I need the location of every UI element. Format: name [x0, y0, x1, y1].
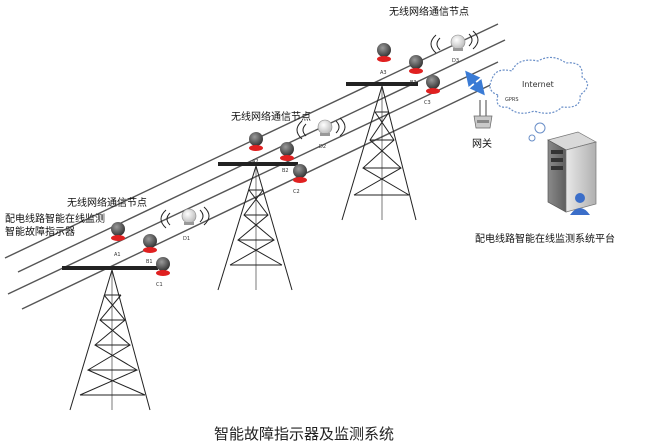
- tower-2: [217, 162, 298, 291]
- fault-indicator-label: 配电线路智能在线监测 智能故障指示器: [5, 213, 105, 239]
- wireless-node-label-1: 无线网络通信节点: [67, 198, 147, 209]
- fault-indicator-a1: A1: [111, 222, 125, 258]
- wireless-node-d1: D1: [181, 208, 197, 242]
- cloud-internet-label: Internet: [522, 80, 554, 89]
- cloud-gprs-label: GPRS: [505, 97, 519, 103]
- sensor-tag: C1: [156, 282, 163, 288]
- user-icon: [570, 193, 590, 215]
- wireless-signal-icon: [430, 30, 479, 54]
- internet-cloud-icon: Internet GPRS: [489, 56, 589, 142]
- sensor-tag: B3: [410, 80, 417, 86]
- sensor-group-2: A2 B2 C2 D2: [249, 117, 346, 195]
- wireless-node-d3: D3: [450, 34, 466, 64]
- fault-indicator-a3: A3: [377, 43, 391, 76]
- platform-label: 配电线路智能在线监测系统平台: [475, 234, 615, 245]
- fault-indicator-label-line2: 智能故障指示器: [5, 227, 75, 238]
- fault-indicator-c1: C1: [156, 257, 170, 288]
- fault-indicator-c3: C3: [424, 75, 440, 106]
- fault-indicator-b1: B1: [143, 234, 157, 265]
- fault-indicator-b3: B3: [409, 55, 423, 86]
- sensor-tag: B2: [282, 168, 289, 174]
- tower-1: [62, 266, 158, 411]
- wireless-signal-icon: [160, 206, 210, 229]
- fault-indicator-c2: C2: [293, 164, 307, 195]
- sensor-tag: A2: [252, 159, 259, 165]
- sensor-tag: B1: [146, 259, 153, 265]
- sensor-tag: C2: [293, 189, 300, 195]
- figure-caption: 智能故障指示器及监测系统: [214, 425, 395, 443]
- sensor-tag: C3: [424, 100, 431, 106]
- fault-indicator-b2: B2: [280, 142, 294, 174]
- power-line-3: [7, 61, 499, 295]
- sensor-tag: D3: [452, 58, 459, 64]
- wireless-signal-icon: [296, 117, 346, 140]
- sensor-tag: D1: [183, 236, 190, 242]
- sensor-tag: A3: [380, 70, 387, 76]
- fault-indicator-label-line1: 配电线路智能在线监测: [5, 214, 105, 225]
- tower-3: [341, 82, 418, 221]
- gateway-label: 网关: [472, 139, 492, 150]
- power-line-2: [17, 39, 506, 273]
- server-platform-icon: [547, 131, 597, 215]
- fault-indicator-a2: A2: [249, 132, 263, 165]
- sensor-group-1: A1 B1 C1 D1: [111, 206, 210, 288]
- sensor-tag: D2: [319, 144, 326, 150]
- wireless-node-d2: D2: [317, 119, 333, 150]
- sensor-group-3: A3 B3 C3 D3: [377, 30, 479, 106]
- gateway-link-arrow: [465, 70, 485, 96]
- gateway-device-icon: [473, 100, 493, 129]
- sensor-tag: A1: [114, 252, 121, 258]
- wireless-node-label-2: 无线网络通信节点: [231, 112, 311, 123]
- wireless-node-label-3: 无线网络通信节点: [389, 7, 469, 18]
